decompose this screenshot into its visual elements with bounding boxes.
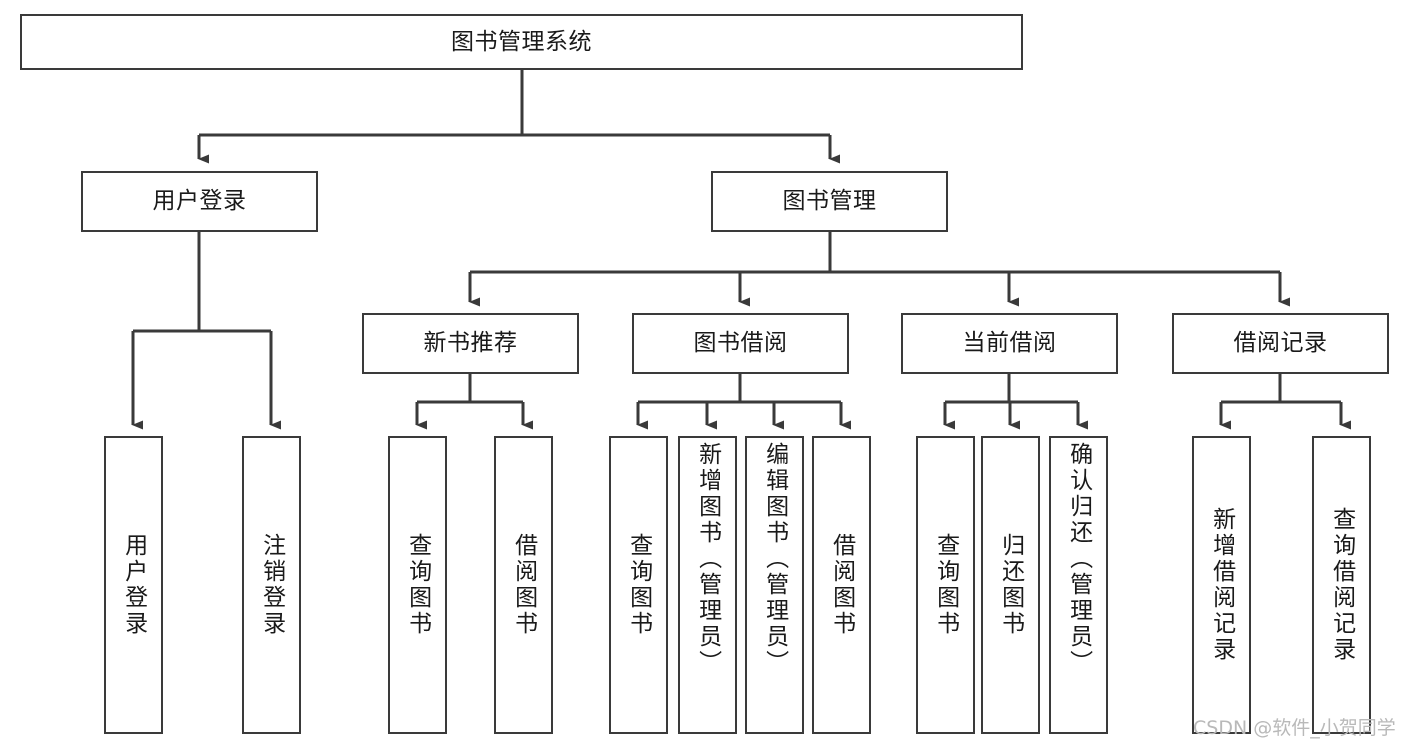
node-root-system[interactable]: 图书管理系统 [20,14,1023,70]
node-label: 借阅图书 [828,533,855,637]
csdn-watermark: CSDN @软件_小贺同学 [1193,717,1396,739]
node-leaf-confirm-return[interactable]: 确认归还（管理员） [1049,436,1108,734]
node-label: 编辑图书（管理员） [761,442,788,676]
node-label: 注销登录 [258,533,285,637]
node-label: 图书借阅 [693,330,788,357]
node-label: 查询图书 [625,533,652,637]
node-label: 查询图书 [404,533,431,637]
node-label: 查询借阅记录 [1328,507,1355,663]
node-label: 图书管理 [782,188,877,215]
node-label: 查询图书 [932,533,959,637]
node-leaf-query-borrow-record[interactable]: 查询借阅记录 [1312,436,1371,734]
node-label: 图书管理系统 [451,28,592,55]
node-book-manage[interactable]: 图书管理 [711,171,948,232]
node-label: 用户登录 [152,188,247,215]
node-leaf-borrow-book-recommend[interactable]: 借阅图书 [494,436,553,734]
node-current-borrow[interactable]: 当前借阅 [901,313,1118,374]
node-leaf-edit-book[interactable]: 编辑图书（管理员） [745,436,804,734]
node-leaf-user-logout[interactable]: 注销登录 [242,436,301,734]
edge-book-manage-branch [468,232,1290,307]
node-new-book-recommend[interactable]: 新书推荐 [362,313,579,374]
node-label: 借阅图书 [510,533,537,637]
node-leaf-borrow-book[interactable]: 借阅图书 [812,436,871,734]
node-label: 新增借阅记录 [1208,507,1235,663]
edge-borrow-record-branch [1219,374,1351,430]
node-leaf-query-book-borrow[interactable]: 查询图书 [609,436,668,734]
node-label: 当前借阅 [962,330,1057,357]
node-label: 借阅记录 [1233,330,1328,357]
node-label: 用户登录 [120,533,147,637]
node-label: 新书推荐 [423,330,518,357]
node-leaf-return-book[interactable]: 归还图书 [981,436,1040,734]
edge-new-book-recommend-branch [415,374,533,430]
node-leaf-query-book-current[interactable]: 查询图书 [916,436,975,734]
edge-book-borrow-branch [636,374,851,430]
node-leaf-add-borrow-record[interactable]: 新增借阅记录 [1192,436,1251,734]
edge-current-borrow-branch [943,374,1088,430]
edge-root-trunk [197,70,840,164]
node-label: 确认归还（管理员） [1065,442,1092,676]
node-book-borrow[interactable]: 图书借阅 [632,313,849,374]
node-leaf-add-book[interactable]: 新增图书（管理员） [678,436,737,734]
edge-user-login-branch [131,232,281,430]
node-borrow-record[interactable]: 借阅记录 [1172,313,1389,374]
node-leaf-user-login[interactable]: 用户登录 [104,436,163,734]
node-leaf-query-book-recommend[interactable]: 查询图书 [388,436,447,734]
node-user-login[interactable]: 用户登录 [81,171,318,232]
node-label: 归还图书 [997,533,1024,637]
node-label: 新增图书（管理员） [694,442,721,676]
